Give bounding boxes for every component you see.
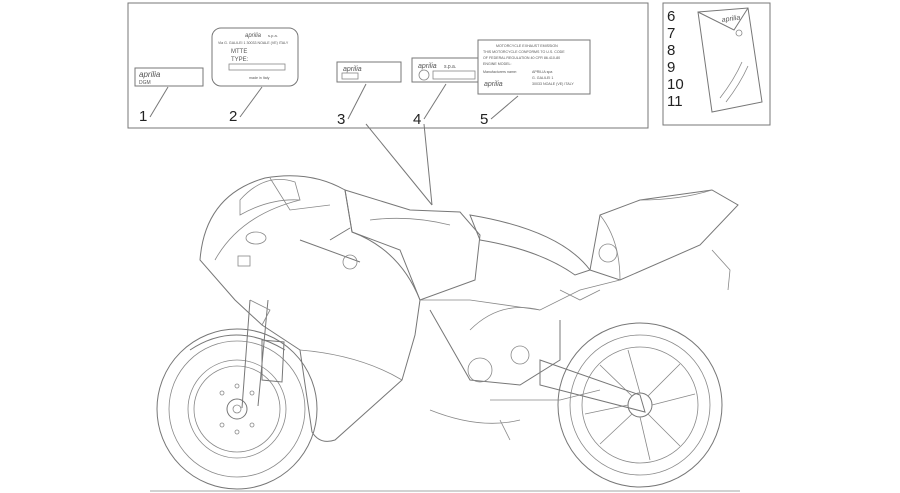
label-2-line1: MTTE [231,49,247,55]
callout-5: 5 [480,111,488,128]
kit-number-7: 7 [667,25,675,42]
label-4-plate: aprilia s.p.a. [411,57,481,83]
leader-line-3 [365,123,433,206]
label-5-line-0: MOTORCYCLE EXHAUST EMISSION [496,44,558,48]
label-2-suffix: s.p.a. [268,33,278,38]
label-3-brand: aprilia [343,66,362,73]
label-5-right-0: APRILIA spa [532,70,552,74]
bag-brand: aprilia [721,14,741,24]
label-2-line2: TYPE: [231,57,249,63]
label-4-brand: aprilia [418,63,437,70]
leader-line-4 [423,123,433,206]
label-2-brand: aprilia [245,33,262,39]
label-1-plate: aprilia DGM [134,67,204,87]
callout-1: 1 [139,108,147,125]
callout-3: 3 [337,111,345,128]
kit-number-11: 11 [667,93,683,110]
label-2-address: Via G. GALILEI 1 30033 NOALE (VE) ITALY [218,41,289,45]
motorcycle-illustration [150,175,740,492]
label-3-plate: aprilia [336,61,402,83]
label-5-plate: MOTORCYCLE EXHAUST EMISSION THIS MOTORCY… [477,39,591,95]
label-2-plate: aprilia s.p.a. Via G. GALILEI 1 30033 NO… [211,27,299,87]
kit-bag-frame [662,2,771,126]
label-5-brand: aprilia [484,81,503,88]
kit-number-6: 6 [667,8,675,25]
label-4-suffix: s.p.a. [444,64,456,70]
callout-2: 2 [229,108,237,125]
tool-bag-icon: aprilia [697,7,763,113]
kit-number-9: 9 [667,59,675,76]
label-5-right-1: G. GALILEI 1 [532,76,553,80]
label-1-brand: aprilia [139,70,161,79]
kit-number-10: 10 [667,76,684,93]
label-5-line-1: THIS MOTORCYCLE CONFORMS TO U.S. CODE [483,50,565,54]
label-5-right-2: 30033 NOALE (VE) ITALY [532,82,574,86]
label-5-line-3: ENGINE MODEL: [483,62,512,66]
label-5-line-2: OF FEDERAL REGULATION 40 CFR 86.410-80 [483,56,560,60]
kit-number-8: 8 [667,42,675,59]
label-5-manufacturer: Manufacturers name: [483,70,517,74]
label-1-text: DGM [139,80,151,86]
callout-4: 4 [413,111,421,128]
label-2-footer: made in Italy [249,76,270,80]
